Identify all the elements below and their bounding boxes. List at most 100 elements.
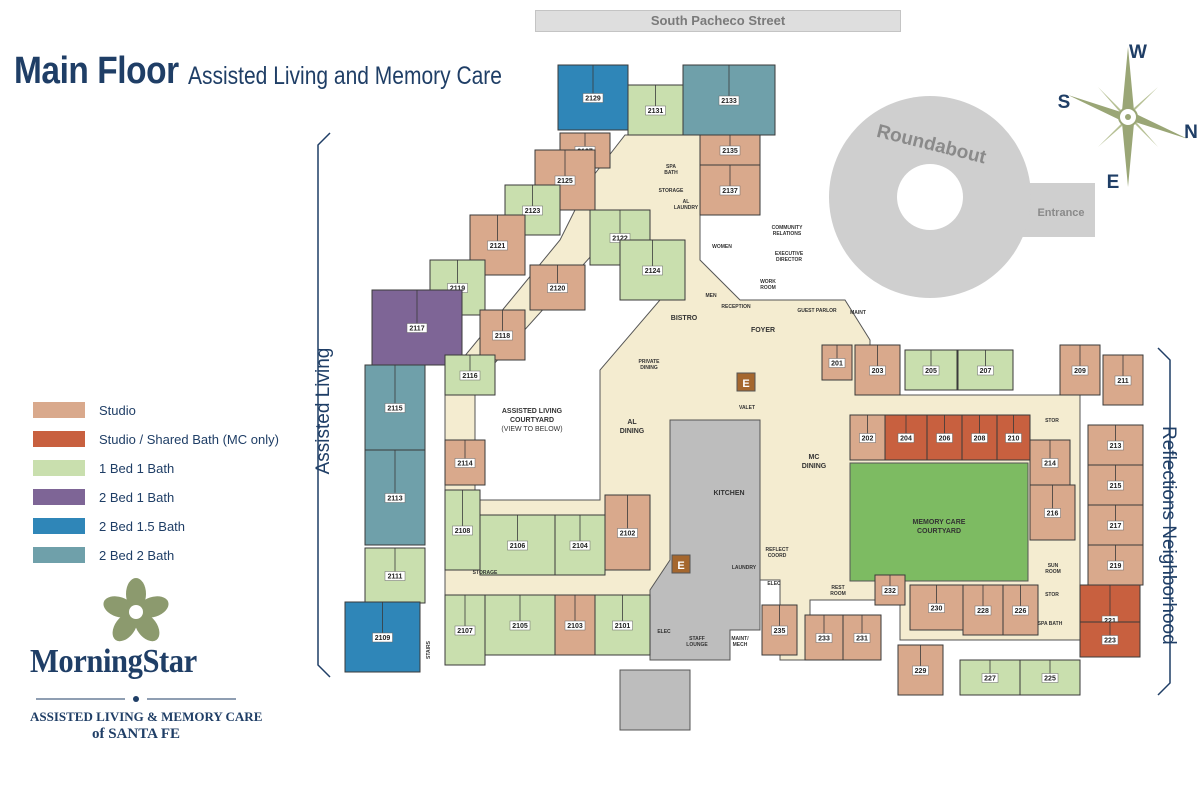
room-2121[interactable]: 2121: [469, 214, 526, 276]
brand-tagline-2: of SANTA FE: [91, 726, 181, 742]
room-235[interactable]: 235: [761, 604, 798, 656]
legend-label: 2 Bed 1 Bath: [99, 489, 175, 505]
room-2116[interactable]: 2116: [444, 354, 496, 396]
al-courtyard-label: ASSISTED LIVING: [502, 408, 563, 415]
room-214[interactable]: 214: [1029, 439, 1071, 486]
al-courtyard-note: (VIEW TO BELOW): [501, 426, 562, 433]
room-2109[interactable]: 2109: [344, 601, 421, 673]
page-title: Main Floor: [14, 50, 179, 92]
exec-director-label: EXECUTIVE: [775, 251, 804, 257]
room-2131[interactable]: 2131: [627, 84, 684, 136]
exec-director-label: DIRECTOR: [776, 257, 802, 263]
legend-label: Studio / Shared Bath (MC only): [99, 431, 279, 447]
room-number: 2103: [567, 623, 583, 630]
room-2101[interactable]: 2101: [594, 594, 651, 656]
compass-s: S: [1058, 92, 1071, 113]
women-restroom-label: WOMEN: [712, 244, 732, 250]
room-202[interactable]: 202: [849, 414, 886, 461]
legend-item-2bed-15bath: 2 Bed 1.5 Bath: [33, 518, 185, 534]
stor-label-2: STOR: [1045, 418, 1059, 424]
room-number: 228: [977, 608, 989, 615]
room-number: 2120: [550, 286, 566, 293]
room-223[interactable]: 223: [1079, 621, 1141, 658]
room-205[interactable]: 205: [904, 349, 958, 391]
room-230[interactable]: 230: [909, 584, 964, 631]
room-number: 208: [974, 436, 986, 443]
room-228[interactable]: 228: [962, 584, 1004, 636]
room-231[interactable]: 231: [842, 614, 882, 661]
room-2120[interactable]: 2120: [529, 264, 586, 311]
room-206[interactable]: 206: [926, 414, 963, 461]
staff-lounge-label: STAFF: [689, 636, 705, 642]
spa-bath-mc-label: SPA BATH: [1038, 621, 1063, 627]
elevator-icon[interactable]: [736, 372, 756, 392]
room-219[interactable]: 219: [1087, 544, 1144, 586]
legend-swatch: [33, 460, 85, 476]
al-laundry-label: LAUNDRY: [674, 205, 699, 211]
assisted-living-bracket: [317, 132, 331, 678]
room-2102[interactable]: 2102: [604, 494, 651, 571]
room-216[interactable]: 216: [1029, 484, 1076, 541]
room-227[interactable]: 227: [959, 659, 1021, 696]
room-209[interactable]: 209: [1059, 344, 1101, 396]
room-226[interactable]: 226: [1002, 584, 1039, 636]
room-number: 233: [818, 636, 830, 643]
room-2133[interactable]: 2133: [682, 64, 776, 136]
room-2105[interactable]: 2105: [484, 594, 556, 656]
room-number: 2102: [620, 531, 636, 538]
room-204[interactable]: 204: [884, 414, 928, 461]
room-2114[interactable]: 2114: [444, 439, 486, 486]
room-233[interactable]: 233: [804, 614, 844, 661]
room-232[interactable]: 232: [874, 574, 906, 606]
elevator-icon[interactable]: [671, 554, 691, 574]
foyer-label: FOYER: [751, 327, 775, 334]
mc-courtyard[interactable]: [849, 462, 1029, 582]
room-2129[interactable]: 2129: [557, 64, 629, 131]
room-2135[interactable]: 2135: [699, 134, 761, 166]
room-number: 214: [1044, 461, 1056, 468]
room-213[interactable]: 213: [1087, 424, 1144, 466]
street-label: South Pacheco Street: [535, 10, 901, 32]
legend-label: 1 Bed 1 Bath: [99, 460, 175, 476]
room-207[interactable]: 207: [957, 349, 1014, 391]
room-number: 2109: [375, 635, 391, 642]
room-201[interactable]: 201: [821, 344, 853, 381]
kitchen[interactable]: [649, 419, 761, 661]
legend-swatch: [33, 518, 85, 534]
room-225[interactable]: 225: [1019, 659, 1081, 696]
room-211[interactable]: 211: [1102, 354, 1144, 406]
room-shape: [1059, 344, 1101, 396]
room-210[interactable]: 210: [996, 414, 1031, 461]
room-number: 2129: [585, 96, 601, 103]
room-2106[interactable]: 2106: [479, 514, 556, 576]
kitchen-label: KITCHEN: [713, 490, 744, 497]
room-217[interactable]: 217: [1087, 504, 1144, 546]
room-2137[interactable]: 2137: [699, 164, 761, 216]
room-2124[interactable]: 2124: [619, 239, 686, 301]
room-number: 211: [1117, 378, 1128, 385]
room-number: 2135: [722, 148, 738, 155]
room-2107[interactable]: 2107: [444, 594, 486, 666]
room-2113[interactable]: 2113: [364, 449, 426, 546]
room-229[interactable]: 229: [897, 644, 944, 696]
compass-e: E: [1107, 172, 1120, 193]
room-2108[interactable]: 2108: [444, 489, 481, 571]
maint-mech-label: MECH: [733, 642, 748, 648]
room-2111[interactable]: 2111: [364, 547, 426, 604]
room-203[interactable]: 203: [854, 344, 901, 396]
men-restroom-label: MEN: [705, 293, 717, 299]
community-relations-label: RELATIONS: [773, 231, 802, 237]
sun-room-label: SUN: [1048, 563, 1059, 569]
compass-w: W: [1129, 42, 1147, 63]
elec-label-2: ELEC: [657, 629, 671, 635]
room-2104[interactable]: 2104: [554, 514, 606, 576]
room-2115[interactable]: 2115: [364, 364, 426, 451]
room-2118[interactable]: 2118: [479, 309, 526, 361]
room-215[interactable]: 215: [1087, 464, 1144, 506]
room-number: 229: [915, 668, 927, 675]
room-2103[interactable]: 2103: [554, 594, 596, 656]
room-2117[interactable]: 2117: [371, 289, 463, 366]
elevator-label: E: [677, 560, 684, 572]
brand-tagline: ASSISTED LIVING & MEMORY CARE: [30, 709, 263, 724]
room-208[interactable]: 208: [961, 414, 998, 461]
